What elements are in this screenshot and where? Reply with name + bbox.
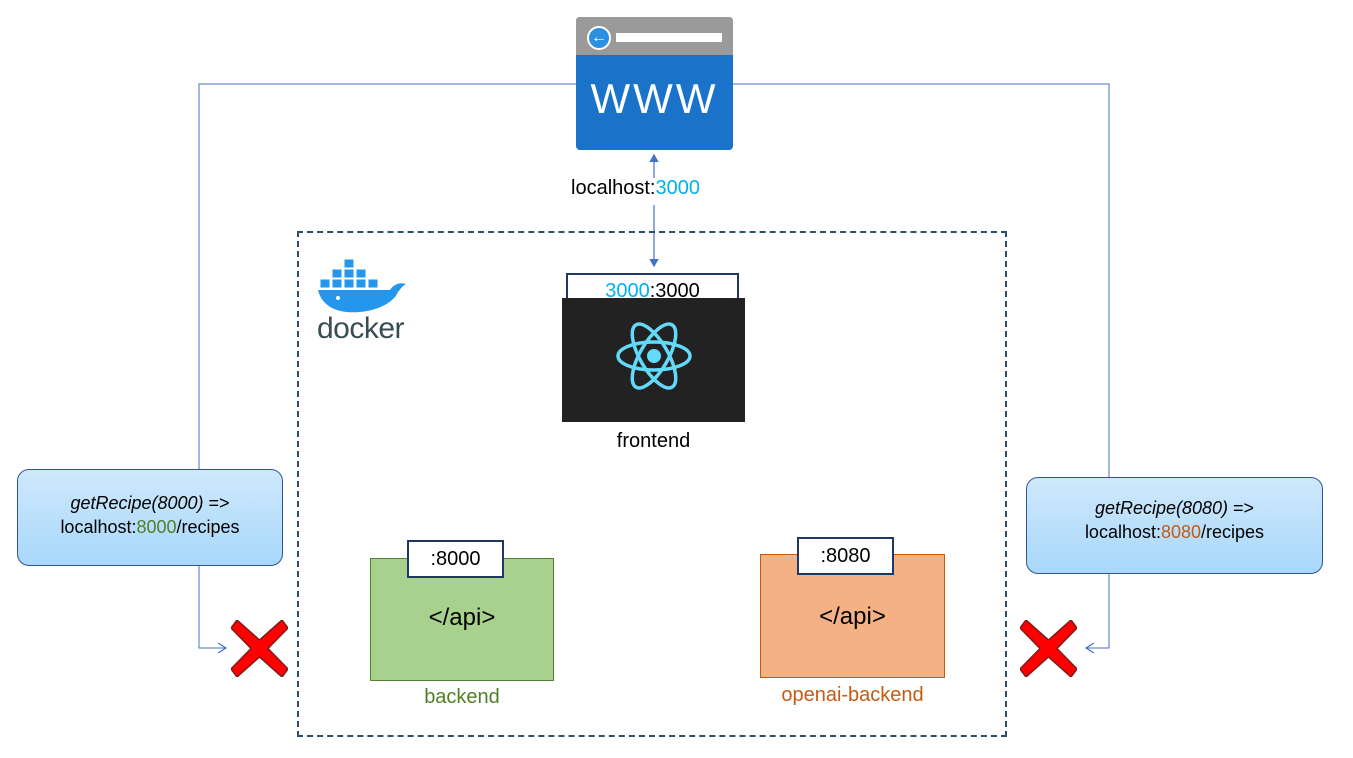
left-call-arrow: => (203, 493, 230, 513)
frontend-container-port: :3000 (649, 280, 700, 302)
backend-container: </api> (370, 558, 554, 681)
back-arrow-icon: ← (587, 26, 611, 50)
left-call-url-port: 8000 (136, 517, 177, 537)
left-call-fn: getRecipe(8000) (70, 493, 204, 513)
right-route-arrow (1086, 573, 1110, 648)
browser-www-label: WWW (590, 75, 719, 122)
openai-backend-api-label: </api> (819, 603, 886, 630)
left-call-callout: getRecipe(8000) => localhost:8000/recipe… (17, 469, 283, 566)
right-red-x-icon (1020, 620, 1077, 677)
left-red-x-icon (231, 620, 288, 677)
docker-container-boundary (297, 231, 1007, 737)
frontend-name: frontend (616, 430, 691, 452)
openai-backend-port: :8080 (797, 537, 894, 575)
docker-logo-text: docker (317, 312, 405, 345)
frontend-host-port: 3000 (605, 280, 650, 302)
react-atom-icon (616, 322, 692, 390)
backend-name: backend (424, 686, 500, 708)
left-route-arrow (198, 566, 226, 648)
right-call-url-prefix: localhost: (1084, 522, 1161, 542)
frontend-host-label: localhost:3000 (571, 177, 700, 200)
right-call-url-port: 8080 (1160, 522, 1202, 542)
frontend-container (562, 298, 745, 422)
host-prefix: localhost: (571, 177, 656, 199)
right-call-fn: getRecipe(8080) (1094, 498, 1229, 518)
right-call-arrow: => (1228, 498, 1255, 518)
left-call-url-prefix: localhost: (60, 517, 137, 537)
backend-api-label: </api> (428, 604, 496, 631)
host-port: 3000 (655, 177, 701, 199)
browser-url-bar (616, 33, 722, 42)
left-route-line (198, 83, 576, 469)
openai-backend-name: openai-backend (781, 684, 924, 706)
left-call-url-suffix: /recipes (176, 517, 240, 537)
right-call-callout: getRecipe(8080) => localhost:8080/recipe… (1026, 477, 1323, 574)
backend-port: :8000 (407, 540, 504, 578)
right-route-line (733, 83, 1110, 477)
right-call-url-suffix: /recipes (1201, 522, 1265, 542)
docker-whale-icon (318, 258, 406, 313)
www-browser-icon: ← WWW (576, 17, 733, 150)
